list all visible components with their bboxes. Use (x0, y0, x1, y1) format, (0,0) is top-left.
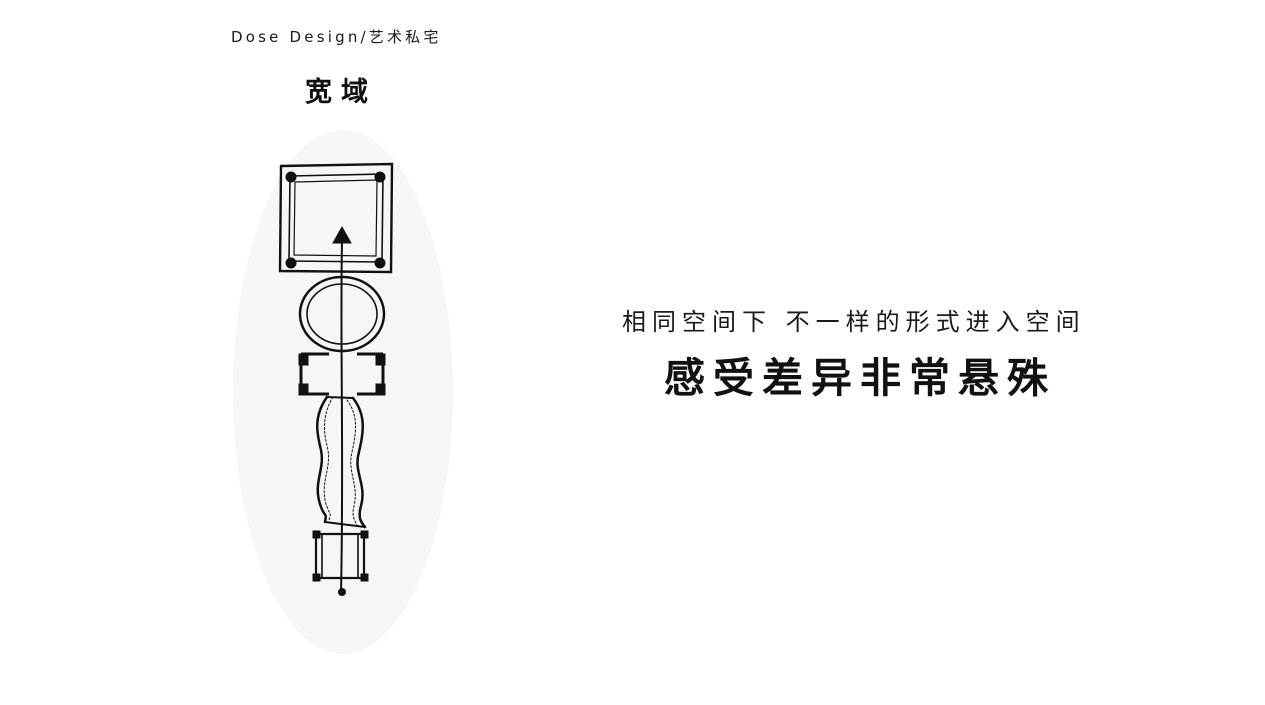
tagline-primary: 相同空间下 不一样的形式进入空间 (622, 308, 1086, 336)
wavy-corridor-shape (316, 395, 367, 529)
tagline-secondary: 感受差异非常悬殊 (664, 354, 1056, 402)
column-gate-shape (298, 352, 386, 396)
axis-arrow (332, 225, 352, 596)
section-heading: 宽域 (305, 77, 377, 108)
spatial-sequence-sketch (225, 122, 455, 662)
pavilion-shape (312, 530, 369, 582)
square-room-shape (278, 162, 394, 274)
brand-title: Dose Design/艺术私宅 (231, 28, 442, 46)
paper-tint (233, 130, 453, 654)
